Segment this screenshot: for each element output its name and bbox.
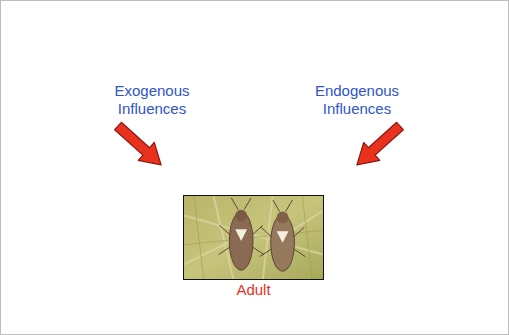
photo-caption: Adult	[236, 281, 270, 299]
heading-label: Endogenous Influences	[307, 82, 407, 118]
insect-photo	[184, 196, 323, 279]
heading-label: Exogenous Influences	[102, 82, 202, 118]
red-arrow	[110, 117, 169, 174]
photo-box: Adult	[183, 195, 324, 280]
red-arrow	[349, 117, 408, 174]
